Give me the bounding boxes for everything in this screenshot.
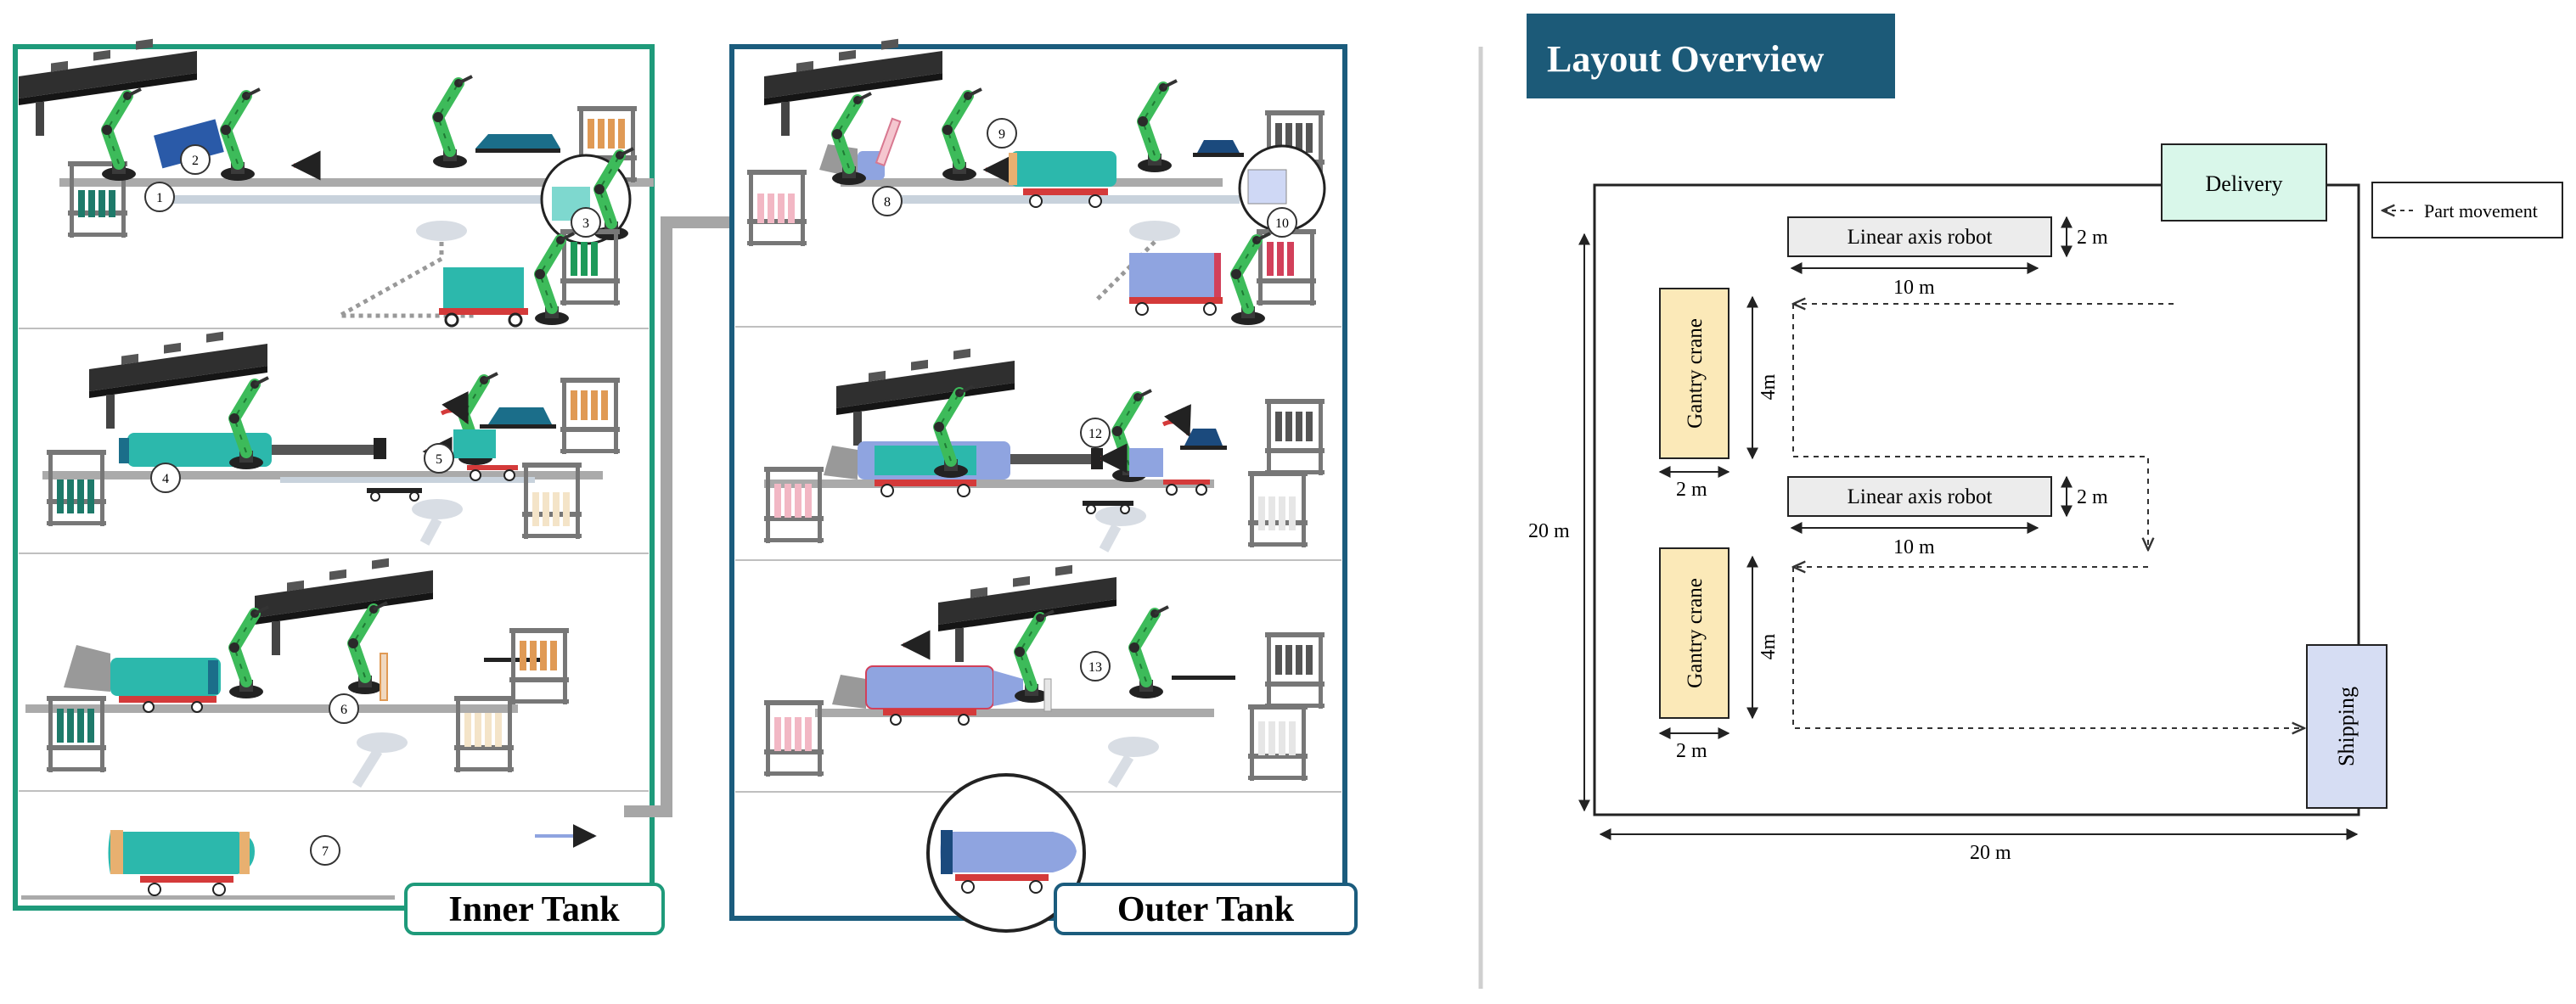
outer-tank-label-box [1054, 883, 1358, 935]
inner-row-4 [21, 824, 597, 900]
shipping-area [2306, 644, 2388, 809]
shipping-label: Shipping [2334, 687, 2359, 766]
dim-20m-vertical: 20 m [1528, 520, 1570, 542]
linear-robot-bottom [1787, 476, 2052, 517]
dim-4m-top: 4m [1758, 373, 1780, 400]
gantry-crane-bottom-label: Gantry crane [1684, 578, 1707, 688]
layout-title: Layout Overview [1547, 38, 1825, 80]
outer-tank-label: Outer Tank [1117, 890, 1295, 929]
linear-robot-top-label: Linear axis robot [1848, 226, 1993, 249]
outer-tank-panel: 8 9 10 12 13 Outer Tank [729, 38, 1358, 935]
inner-row-3 [25, 558, 569, 788]
step-8-label: 8 [884, 195, 891, 210]
gantry-crane-bottom [1659, 547, 1730, 719]
dim-20m-horizontal: 20 m [1970, 842, 2011, 864]
step-5-label: 5 [436, 452, 442, 467]
step-7-label: 7 [322, 844, 329, 859]
dim-10m-bottom: 10 m [1893, 536, 1935, 558]
dim-2m-bottom-gantry: 2 m [1676, 740, 1707, 762]
floor-outline [1593, 183, 2360, 816]
step-9-label: 9 [998, 127, 1005, 142]
dim-2m-top-gantry: 2 m [1676, 479, 1707, 501]
linear-robot-bottom-label: Linear axis robot [1848, 485, 1993, 508]
step-10-label: 10 [1275, 216, 1289, 231]
dim-2m-top-robot: 2 m [2077, 227, 2108, 249]
gantry-crane-top-label: Gantry crane [1684, 318, 1707, 429]
outer-row-4 [926, 773, 1086, 933]
step-1-label: 1 [156, 191, 163, 205]
inner-tank-label-box [404, 883, 665, 935]
step-2-label: 2 [192, 154, 199, 168]
inner-row-2 [42, 331, 620, 546]
inner-tank-label: Inner Tank [448, 890, 620, 929]
dim-2m-bottom-robot: 2 m [2077, 486, 2108, 508]
step-4-label: 4 [162, 472, 169, 486]
dim-10m-top: 10 m [1893, 277, 1935, 299]
part-movement-path [1793, 304, 2304, 728]
linear-robot-top [1787, 216, 2052, 257]
outer-row-2 [764, 348, 1325, 552]
gantry-crane-top [1659, 288, 1730, 459]
delivery-area [2161, 143, 2327, 222]
legend-label: Part movement [2424, 200, 2538, 222]
inner-tank-panel: 1 2 3 4 5 6 7 Inner Tank [13, 38, 665, 935]
outer-row-1 [747, 38, 1326, 325]
outer-step-markers: 8 9 10 12 13 [872, 118, 1297, 681]
layout-overview: Layout Overview Delivery Shipping Part m… [1527, 14, 2563, 864]
delivery-label: Delivery [2206, 171, 2283, 196]
outer-row-3 [764, 564, 1325, 788]
step-6-label: 6 [340, 703, 347, 717]
dim-4m-bottom: 4m [1758, 633, 1780, 659]
inner-step-markers: 1 2 3 4 5 6 7 [144, 144, 601, 866]
step-3-label: 3 [582, 216, 589, 231]
step-13-label: 13 [1088, 660, 1102, 675]
layout-title-box [1527, 14, 1895, 98]
step-12-label: 12 [1088, 427, 1102, 441]
